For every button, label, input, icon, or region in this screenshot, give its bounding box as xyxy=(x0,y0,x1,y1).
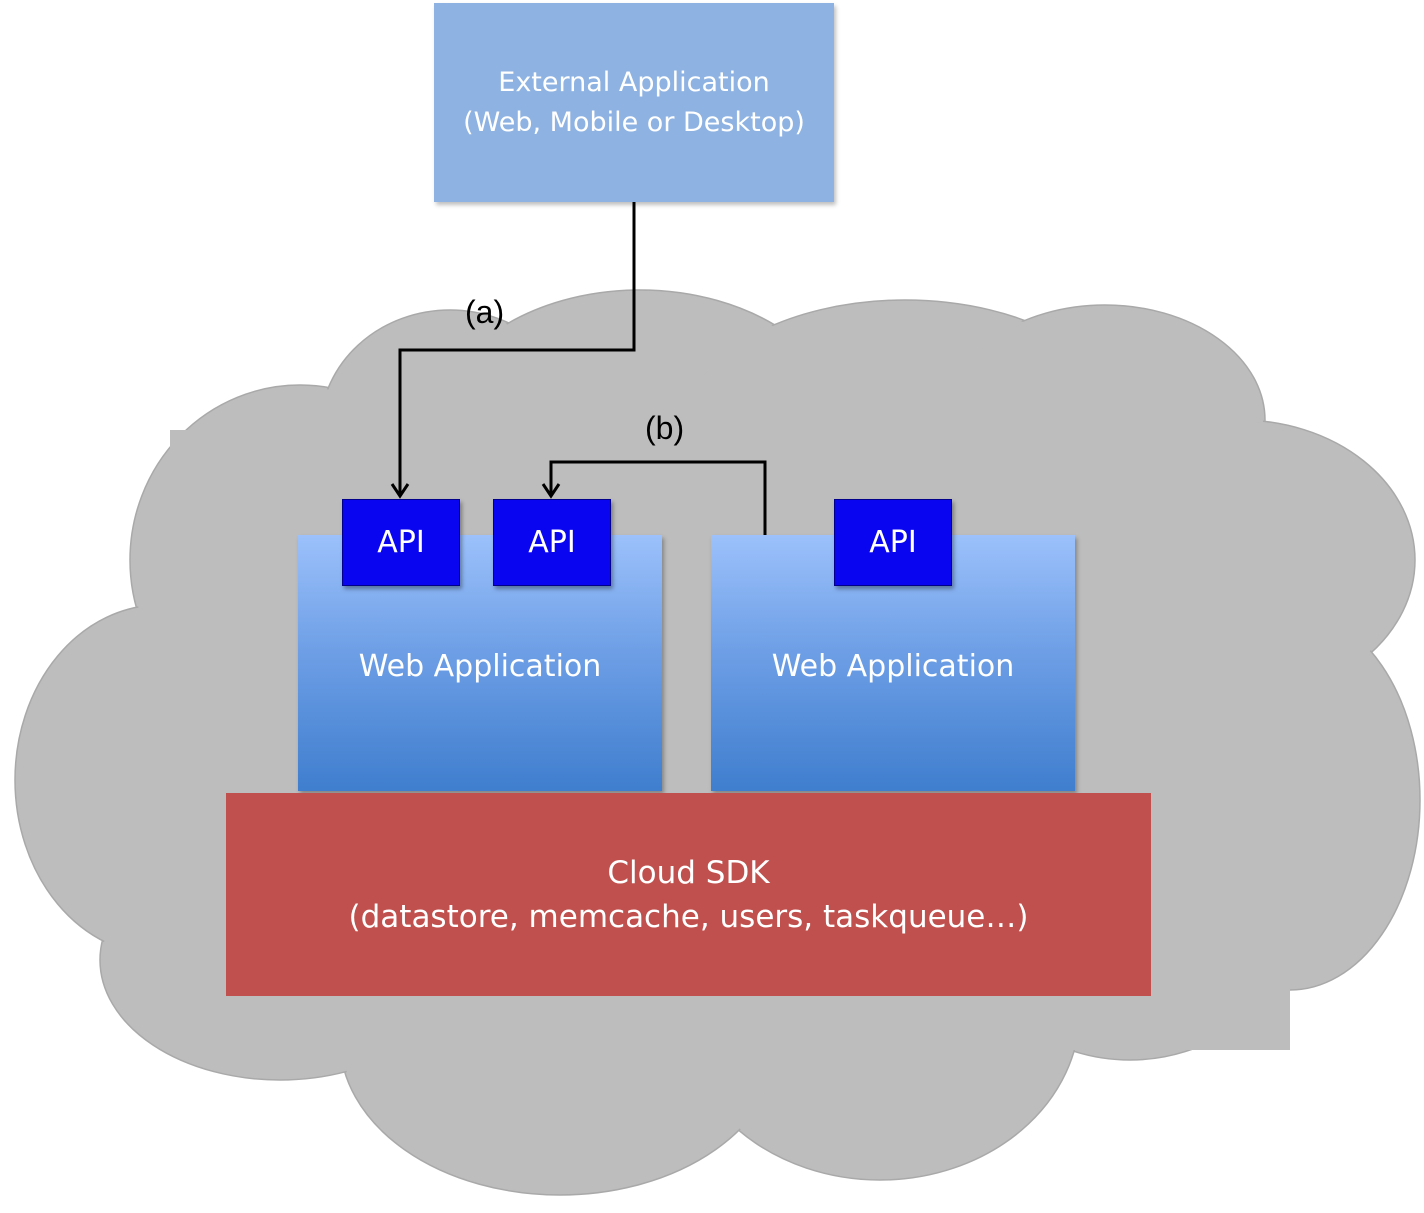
cloud-sdk-title: Cloud SDK xyxy=(607,854,770,891)
connector-a-label: (a) xyxy=(465,294,505,330)
connector-b-label: (b) xyxy=(645,410,685,446)
external-application-box: External Application (Web, Mobile or Des… xyxy=(434,3,834,202)
arrowhead-a xyxy=(390,483,410,499)
api-box-2: API xyxy=(493,499,611,586)
api-box-3: API xyxy=(834,499,952,586)
cloud-sdk-subtitle: (datastore, memcache, users, taskqueue…) xyxy=(348,898,1029,935)
external-application-subtitle: (Web, Mobile or Desktop) xyxy=(463,106,805,138)
arrowhead-b xyxy=(541,483,561,499)
cloud-sdk-box: Cloud SDK (datastore, memcache, users, t… xyxy=(226,793,1151,996)
connector-a xyxy=(398,202,636,496)
web-application-label: Web Application xyxy=(358,649,602,684)
api-box-1: API xyxy=(342,499,460,586)
connector-b xyxy=(549,460,767,535)
web-application-label: Web Application xyxy=(771,649,1015,684)
external-application-title: External Application xyxy=(498,66,770,98)
